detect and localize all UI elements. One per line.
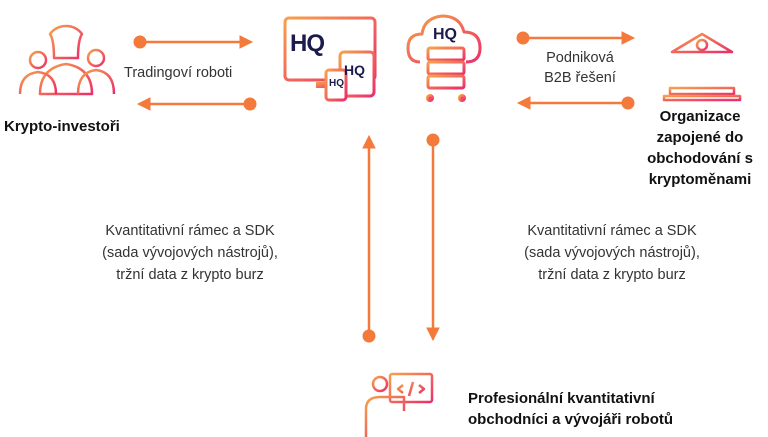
- b2b-label-line: Podniková: [546, 50, 614, 66]
- org-label-line: Organizace: [659, 108, 741, 125]
- quant-label: Profesionální kvantitativní obchodníci a…: [468, 388, 673, 430]
- org-label-line: kryptoměnami: [648, 171, 752, 188]
- sdk-right-label-line: (sada vývojových nástrojů),: [524, 245, 700, 261]
- hq-cloud-logo: HQ: [433, 26, 457, 43]
- arrow-org-to-cloud: [516, 96, 635, 110]
- developer-icon: [364, 372, 436, 437]
- sdk-right-label: Kvantitativní rámec a SDK (sada vývojový…: [482, 220, 742, 286]
- arrow-hq-to-investors: [136, 97, 257, 111]
- sdk-left-label: Kvantitativní rámec a SDK (sada vývojový…: [60, 220, 320, 286]
- quant-label-line: obchodníci a vývojáři robotů: [468, 411, 674, 428]
- devices-icon: [283, 16, 377, 102]
- org-label: Organizace zapojené do obchodování s kry…: [634, 106, 766, 190]
- sdk-left-label-line: Kvantitativní rámec a SDK: [105, 223, 275, 239]
- b2b-label: Podniková B2B řešení: [520, 48, 640, 88]
- arrow-quant-to-hq: [362, 134, 376, 343]
- quant-label-line: Profesionální kvantitativní: [468, 390, 655, 407]
- sdk-left-label-line: (sada vývojových nástrojů),: [102, 245, 278, 261]
- people-icon: [18, 24, 116, 96]
- sdk-left-label-line: tržní data z krypto burz: [116, 267, 264, 283]
- hq-tablet-logo: HQ: [344, 62, 365, 78]
- investors-label: Krypto-investoři: [4, 118, 120, 135]
- b2b-label-line: B2B řešení: [544, 70, 616, 86]
- arrow-cloud-to-org: [516, 31, 636, 45]
- cloud-server-icon: [406, 14, 482, 102]
- sdk-right-label-line: tržní data z krypto burz: [538, 267, 686, 283]
- arrow-investors-to-hq: [133, 35, 254, 49]
- hq-phone-logo: HQ: [329, 78, 344, 89]
- sdk-right-label-line: Kvantitativní rámec a SDK: [527, 223, 697, 239]
- bank-icon: [662, 32, 742, 102]
- org-label-line: obchodování s: [647, 150, 753, 167]
- hq-devices-logo: HQ: [290, 30, 325, 57]
- arrow-cloud-to-quant: [426, 133, 440, 342]
- trading-bots-label: Tradingoví roboti: [124, 65, 233, 81]
- org-label-line: zapojené do: [656, 129, 744, 146]
